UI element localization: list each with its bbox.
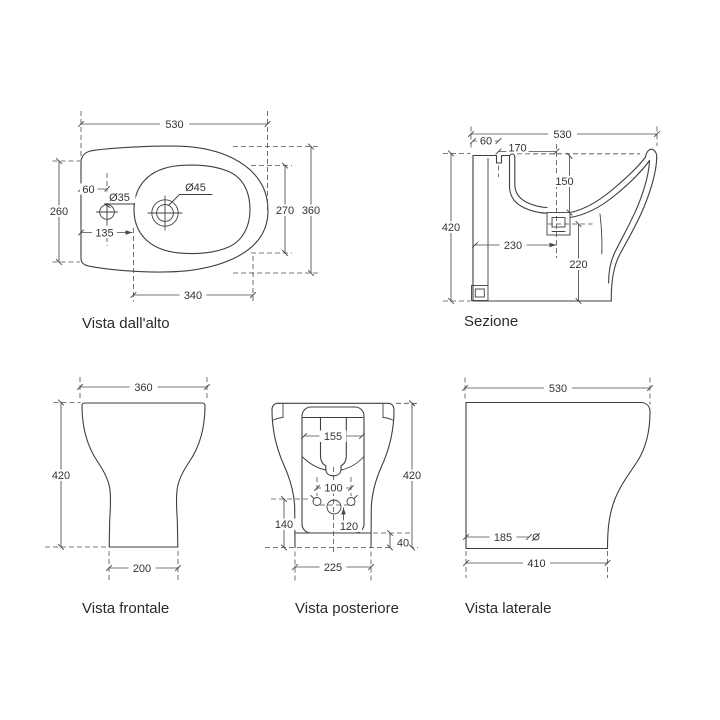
dim-top-overall-width: 530 <box>77 118 271 131</box>
side-view-title: Vista laterale <box>465 600 551 617</box>
dim-label: 340 <box>184 290 202 302</box>
dim-label: 420 <box>52 470 70 482</box>
dim-rear-base-width: 225 <box>291 561 375 574</box>
dim-section-back-ledge: 60 <box>469 135 502 148</box>
dim-label: Ø45 <box>185 182 206 194</box>
dim-label: 530 <box>165 119 183 131</box>
rear-fixing-holes <box>310 494 358 506</box>
dim-label: 100 <box>324 483 342 495</box>
rear-view: 155 100 120 140 40 225 <box>265 400 426 617</box>
section-back-wall <box>472 154 511 302</box>
dim-rear-holes-height: 140 <box>270 495 298 551</box>
dim-label: 360 <box>134 382 152 394</box>
dim-label: 420 <box>403 470 421 482</box>
dim-label: 410 <box>527 558 545 570</box>
dim-label: 155 <box>324 431 342 443</box>
dim-label: 135 <box>95 228 113 240</box>
dim-section-overall-depth: 530 <box>467 128 661 141</box>
rear-view-title: Vista posteriore <box>295 600 399 617</box>
dim-front-base-width: 200 <box>105 562 182 575</box>
side-view: 530 185 410 Vista laterale <box>461 377 654 617</box>
front-view-outline-left <box>81 404 112 548</box>
dim-section-drain-from-back: 230 <box>471 239 557 252</box>
section-bowl-floor-inner <box>569 159 651 219</box>
section-bowl-back-inner <box>514 156 548 209</box>
dim-top-inner-width: 340 <box>130 289 257 302</box>
dim-section-height: 420 <box>437 150 465 305</box>
rear-extension-lines <box>265 402 418 581</box>
section-right-wall-inner <box>608 159 651 284</box>
section-extension-lines <box>443 126 658 302</box>
dim-label: 220 <box>569 259 587 271</box>
label-drain-hole-diameter: Ø45 <box>168 181 213 206</box>
dim-section-bowl-depth: 150 <box>551 152 578 216</box>
dim-label: 360 <box>302 205 320 217</box>
dim-label: 40 <box>397 538 409 550</box>
dim-label: 260 <box>50 206 68 218</box>
dim-label: 225 <box>324 562 342 574</box>
rear-drain-hole <box>320 499 355 515</box>
rear-view-outline <box>271 402 395 549</box>
dim-label: 150 <box>555 176 573 188</box>
section-bowl-back-cap <box>508 153 516 159</box>
dim-label: 270 <box>276 205 294 217</box>
dim-label: 200 <box>133 563 151 575</box>
dim-section-rim-depth: 170 <box>495 142 560 155</box>
top-view-outer-outline <box>80 145 269 273</box>
section-view-title: Sezione <box>464 313 518 330</box>
dim-label: 530 <box>549 383 567 395</box>
top-view: 530 260 360 270 340 135 <box>45 111 325 332</box>
section-drain-fitting <box>546 212 571 236</box>
side-drain-symbol <box>532 533 540 541</box>
dim-label: 120 <box>340 521 358 533</box>
dim-label: 230 <box>504 240 522 252</box>
section-right-wall-outer <box>610 157 658 302</box>
dim-label: 60 <box>480 136 492 148</box>
drain-hole-symbol <box>147 195 183 231</box>
top-view-bowl-outline <box>133 164 251 255</box>
dim-label: 185 <box>494 532 512 544</box>
side-extension-lines <box>464 377 651 578</box>
section-bowl-floor-outer <box>569 156 647 214</box>
dim-top-inner-depth: 270 <box>271 162 299 257</box>
dim-top-overall-depth: 360 <box>297 143 325 277</box>
section-view: 530 60 170 150 420 230 <box>437 126 661 330</box>
dim-front-width: 360 <box>76 381 211 394</box>
dim-label: 170 <box>508 143 526 155</box>
label-tap-hole-diameter: Ø35 <box>103 191 136 208</box>
dim-rear-holes-spacing: 100 <box>313 482 355 495</box>
dim-side-depth: 530 <box>461 382 654 395</box>
dim-rear-recess-width: 155 <box>300 430 366 443</box>
dim-rear-drain-center-height: 120 <box>336 507 362 533</box>
dim-side-base-depth: 410 <box>462 557 611 570</box>
dim-label: 530 <box>553 129 571 141</box>
top-view-title: Vista dall'alto <box>82 315 170 332</box>
section-outlet-square <box>471 285 489 301</box>
dim-side-drain-offset: 185 <box>462 531 540 544</box>
dim-label: 140 <box>275 519 293 531</box>
dim-top-tap-offset-y: 60 <box>77 183 111 196</box>
rear-interior-contour <box>301 456 365 471</box>
dim-section-drain-height: 220 <box>565 220 592 305</box>
dim-rear-height: 420 <box>398 400 426 551</box>
dim-rear-plinth-height: 40 <box>386 529 413 551</box>
dim-label: 60 <box>82 184 94 196</box>
dim-label: 420 <box>442 222 460 234</box>
section-rim-cap <box>644 148 658 159</box>
side-view-outline <box>465 401 651 550</box>
section-trap-line <box>599 213 603 255</box>
front-view: 360 420 200 Vista frontale <box>45 377 211 617</box>
rear-shoulder-steps <box>273 402 393 421</box>
section-bowl-back-outer <box>508 156 548 214</box>
front-view-title: Vista frontale <box>82 600 169 617</box>
dim-top-tap-offset-x: 135 <box>77 227 133 240</box>
rear-view-outline-left <box>271 409 296 549</box>
dim-label: Ø35 <box>109 192 130 204</box>
front-view-outline <box>81 402 206 548</box>
dim-top-left-depth: 260 <box>45 157 73 266</box>
dim-front-height: 420 <box>47 399 75 551</box>
